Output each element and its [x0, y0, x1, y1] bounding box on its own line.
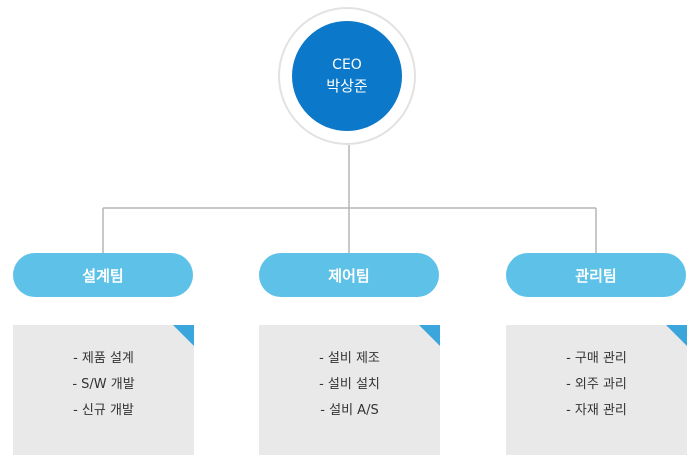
team-management: 관리팀: [506, 253, 686, 297]
task-list: - 구매 관리 - 외주 과리 - 자재 관리: [506, 346, 687, 424]
ceo-circle: CEO 박상준: [292, 21, 402, 131]
team-design-card: - 제품 설계 - S/W 개발 - 신규 개발: [13, 325, 194, 455]
team-management-card: - 구매 관리 - 외주 과리 - 자재 관리: [506, 325, 687, 455]
task-list: - 제품 설계 - S/W 개발 - 신규 개발: [13, 346, 194, 424]
ceo-name: 박상준: [326, 77, 368, 95]
team-name: 관리팀: [575, 266, 617, 285]
task-item: - 외주 과리: [566, 377, 627, 392]
task-item: - 설비 설치: [319, 377, 380, 392]
task-item: - S/W 개발: [72, 377, 135, 392]
team-design: 설계팀: [13, 253, 193, 297]
task-item: - 자재 관리: [566, 403, 627, 418]
corner-fold: [173, 325, 194, 346]
corner-fold: [666, 325, 687, 346]
corner-fold: [419, 325, 440, 346]
task-list: - 설비 제조 - 설비 설치 - 설비 A/S: [259, 346, 440, 424]
task-item: - 구매 관리: [566, 351, 627, 366]
task-item: - 제품 설계: [73, 351, 134, 366]
ceo-node: CEO 박상준: [278, 7, 416, 145]
team-name: 제어팀: [328, 266, 370, 285]
task-item: - 신규 개발: [73, 403, 134, 418]
task-item: - 설비 제조: [319, 351, 380, 366]
team-name: 설계팀: [82, 266, 124, 285]
team-control-card: - 설비 제조 - 설비 설치 - 설비 A/S: [259, 325, 440, 455]
team-control: 제어팀: [259, 253, 439, 297]
ceo-title: CEO: [332, 57, 362, 73]
task-item: - 설비 A/S: [320, 403, 379, 418]
